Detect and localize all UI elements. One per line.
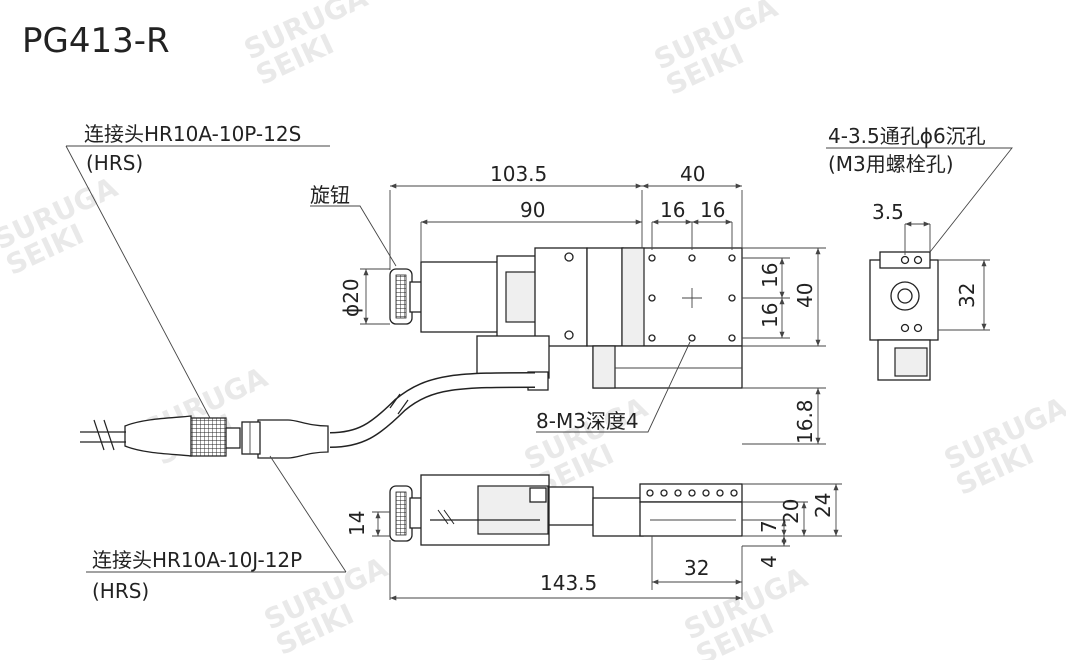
through-holes-note: (M3用螺栓孔) [828, 152, 954, 176]
dim-14-label: 14 [345, 511, 369, 536]
connector-bottom-maker: (HRS) [92, 579, 149, 603]
knob-knurl [395, 274, 407, 319]
tapped-hole [688, 254, 696, 262]
tapped-hole [648, 294, 656, 302]
tapped-hole [660, 489, 668, 497]
dim-40-top-label: 40 [680, 162, 705, 186]
dim-20-label: 20 [779, 499, 803, 524]
connector-top-name: 连接头HR10A-10P-12S [84, 122, 301, 146]
cable-box [476, 335, 550, 379]
leader-through-holes [826, 147, 1013, 253]
cable-tail [80, 431, 126, 443]
tapped-hole [688, 489, 696, 497]
dim-103-5-label: 103.5 [490, 162, 547, 186]
dimension-lines [360, 183, 990, 601]
actuator-body [420, 261, 500, 333]
connector-bottom-name: 连接头HR10A-10J-12P [92, 548, 302, 572]
tapped-hole [648, 254, 656, 262]
connector-p-body [124, 415, 192, 457]
dim-4-label: 4 [757, 555, 781, 568]
tapped-hole [730, 489, 738, 497]
tapped-hole [648, 334, 656, 342]
watermark: SURUGA SEIKI [939, 391, 1066, 502]
cable-break-mark [389, 393, 409, 415]
tapped-hole [674, 489, 682, 497]
top-view [389, 247, 743, 391]
connector-j-nut [241, 421, 261, 455]
tapped-hole [702, 489, 710, 497]
screw-head [564, 330, 574, 340]
leader-knob [310, 205, 397, 267]
dim-40-side-label: 40 [793, 283, 817, 308]
dim-16-side-b-label: 16 [758, 303, 782, 328]
knob-label: 旋钮 [310, 183, 350, 207]
connector-p-tip [225, 427, 241, 449]
dim-3-5-label: 3.5 [872, 200, 904, 224]
dim-24-label: 24 [811, 493, 835, 518]
screw-head [564, 252, 574, 262]
knob-knurl-front [395, 491, 407, 536]
knob-shaft-front [409, 497, 423, 529]
end-motor [894, 347, 928, 377]
through-hole [900, 323, 910, 333]
through-holes-label: 4-3.5通孔ϕ6沉孔 [828, 124, 986, 148]
coupling-front [548, 486, 594, 526]
center-mark [682, 288, 702, 308]
dim-16-b-label: 16 [700, 198, 725, 222]
dim-90-label: 90 [520, 198, 545, 222]
cable-inner [329, 373, 536, 447]
dim-16-side-a-label: 16 [758, 263, 782, 288]
through-hole [913, 323, 923, 333]
connector-p-knurl [189, 417, 227, 457]
top-table-holes [646, 489, 738, 497]
tapped-hole [728, 334, 736, 342]
end-bore-inner [897, 288, 913, 304]
through-hole [913, 255, 923, 265]
through-hole [900, 255, 910, 265]
end-view [869, 251, 939, 381]
knob-shaft [409, 281, 423, 313]
cable-tail-break [93, 419, 115, 451]
lead-screw-front [592, 497, 644, 537]
cable-assembly [80, 372, 536, 459]
leader-tapped-holes [536, 341, 691, 433]
stage-rail [621, 247, 645, 347]
stage-gear-block [534, 247, 588, 347]
dim-16-8-label: 16.8 [793, 399, 817, 444]
cable-break-front [437, 509, 455, 525]
leader-connector-top [65, 145, 211, 419]
watermark: SURUGA SEIKI [649, 0, 783, 102]
connector-j-body [257, 419, 329, 459]
dim-7-label: 7 [757, 520, 781, 533]
dim-32-end-label: 32 [955, 283, 979, 308]
leader-connector-bottom [269, 455, 347, 573]
dim-143-5-label: 143.5 [540, 571, 597, 595]
leader-lines [65, 145, 1013, 573]
front-view [389, 474, 743, 546]
tapped-hole [688, 334, 696, 342]
labels: 连接头HR10A-10P-12S (HRS) 连接头HR10A-10J-12P … [84, 122, 986, 603]
dim-32-front-label: 32 [684, 556, 709, 580]
page-title: PG413-R [22, 21, 170, 61]
cable-gland-front [529, 487, 547, 503]
dim-knob-dia-label: ϕ20 [339, 278, 363, 317]
watermark: SURUGA SEIKI [239, 0, 373, 92]
watermark: SURUGA SEIKI [0, 171, 123, 282]
tapped-hole [728, 294, 736, 302]
stage-base [592, 345, 743, 389]
tapped-hole [716, 489, 724, 497]
tapped-hole [646, 489, 654, 497]
base-front [639, 501, 743, 537]
connector-top-maker: (HRS) [86, 151, 143, 175]
stage-base-end [592, 345, 616, 389]
stage-mid-block [586, 247, 624, 347]
tapped-hole-grid [648, 254, 736, 342]
tapped-hole [728, 254, 736, 262]
dim-16-a-label: 16 [660, 198, 685, 222]
tapped-holes-label: 8-M3深度4 [536, 409, 639, 433]
